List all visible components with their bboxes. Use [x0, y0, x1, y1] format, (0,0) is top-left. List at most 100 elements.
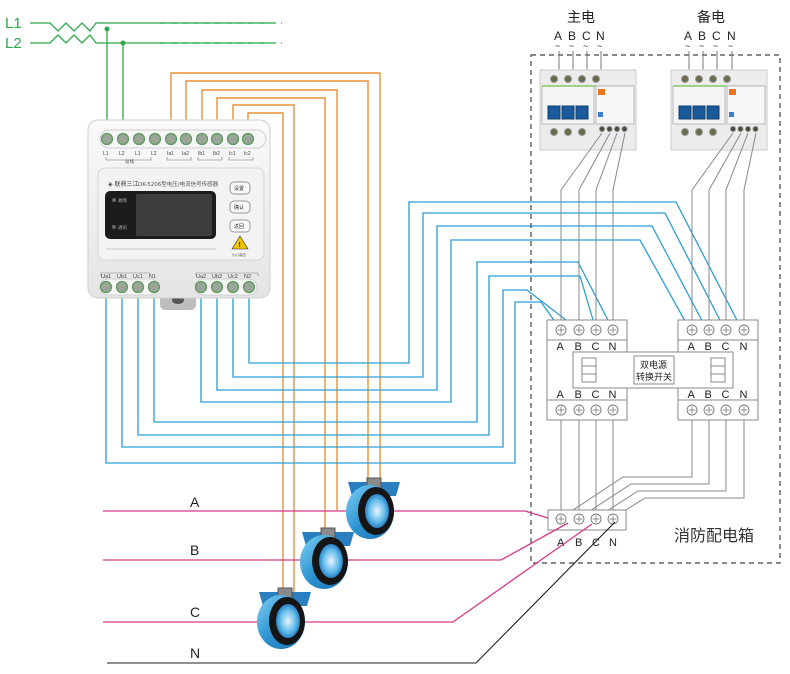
load-wire-b	[103, 522, 569, 561]
ats-top-label: B	[575, 341, 582, 353]
current-transformers	[257, 477, 400, 649]
ats-bottom-label: N	[609, 389, 617, 401]
internal-wire	[708, 132, 742, 330]
breaker-toggle[interactable]	[547, 105, 561, 120]
breaker-top-screw	[592, 75, 600, 83]
supply-wire-l1	[30, 22, 270, 32]
terminal-screw	[116, 132, 130, 146]
test-button[interactable]	[598, 112, 603, 117]
return-button-label: 返回	[234, 223, 244, 230]
breaker-output-screw	[729, 125, 737, 133]
phase-label: C	[582, 29, 591, 43]
ac-tilde: ~	[699, 41, 704, 51]
ats-top-label: N	[740, 341, 748, 353]
ac-tilde: ~	[597, 41, 602, 51]
terminal-label: L2	[119, 151, 125, 157]
main-power-label: 主电	[567, 10, 595, 26]
confirm-button-face[interactable]	[229, 200, 251, 214]
return-button[interactable]: 返回	[229, 219, 251, 233]
breaker-output-screw	[744, 125, 752, 133]
terminal-screw	[194, 280, 208, 294]
breaker-bottom-screw	[695, 128, 703, 136]
current-wire	[185, 80, 369, 510]
terminal-label: Ib1	[198, 151, 205, 157]
terminal-label: Ia2	[182, 151, 189, 157]
voltage-wire-ub1	[121, 288, 580, 448]
warning-icon-mark: !	[239, 242, 241, 249]
breaker-toggle[interactable]	[692, 105, 706, 120]
load-wire-a	[103, 510, 549, 519]
terminal-label: Ua1	[101, 274, 111, 280]
breaker-toggle[interactable]	[706, 105, 720, 120]
ac-tilde: ~	[728, 41, 733, 51]
setting-button-face[interactable]	[229, 181, 251, 195]
phase-label: A	[684, 29, 692, 43]
current-wire	[201, 89, 338, 510]
internal-wire	[595, 420, 727, 519]
breaker-top-screw	[564, 75, 572, 83]
supply-label-l2: L2	[5, 35, 22, 52]
breaker-output-wires	[560, 132, 757, 330]
setting-button[interactable]: 设置	[229, 181, 251, 195]
fault-led	[112, 198, 116, 202]
voltage-wire-ub2	[216, 225, 708, 391]
backup-power-label: 备电	[697, 9, 725, 26]
breakers	[539, 69, 768, 151]
internal-wire	[560, 420, 693, 519]
breaker-toggle[interactable]	[561, 105, 575, 120]
fault-label: 故障	[118, 197, 127, 204]
terminal-screw	[164, 132, 178, 146]
terminal-label: L2	[151, 151, 157, 157]
confirm-button[interactable]: 确认	[229, 200, 251, 214]
phase-label: B	[568, 29, 576, 43]
terminal-screw	[100, 132, 114, 146]
ats-top-label: A	[557, 341, 565, 353]
return-button-face[interactable]	[229, 219, 251, 233]
ats-handle-left[interactable]	[581, 357, 597, 383]
terminal-label: L1	[103, 151, 109, 157]
setting-button-label: 设置	[234, 185, 244, 192]
load-wire-c	[103, 523, 593, 623]
bottom-terminals	[99, 280, 256, 294]
voltage-wire-ua1	[105, 288, 562, 464]
voltage-wire-ua2	[200, 239, 691, 403]
brand-logo: ◈ 联鼎三江	[108, 180, 139, 188]
enclosure-label: 消防配电箱	[674, 526, 754, 545]
terminal-label: Ic2	[244, 151, 251, 157]
voltage-wire-n1	[153, 261, 614, 423]
bracket	[105, 157, 152, 161]
ac-tilde: ~	[685, 41, 690, 51]
internal-wire	[725, 132, 749, 330]
ats-handle-right[interactable]	[710, 357, 726, 383]
ac-tilde: ~	[555, 41, 560, 51]
bracket	[100, 272, 259, 276]
breaker-top-screw	[723, 75, 731, 83]
load-label-a: A	[190, 494, 200, 510]
breaker-bottom-screw	[578, 128, 586, 136]
model-label: DK-5206型电压/电流信号传感器	[138, 180, 219, 188]
terminal-label: Ic1	[229, 151, 236, 157]
ats-bottom-label: A	[688, 389, 696, 401]
terminal-label: Ib2	[213, 151, 220, 157]
phase-label: N	[596, 29, 605, 43]
breaker-output-screw	[598, 125, 606, 133]
breaker-toggle[interactable]	[575, 105, 589, 120]
fire-distribution-box-enclosure	[530, 54, 781, 564]
comm-label: 通讯	[118, 224, 127, 231]
warning-label: 小心高压	[232, 252, 246, 257]
internal-wire	[743, 132, 757, 330]
internal-wire	[612, 420, 745, 519]
terminal-screw	[195, 132, 209, 146]
test-button[interactable]	[729, 112, 734, 117]
breaker-toggle[interactable]	[678, 105, 692, 120]
rcd-section	[595, 85, 635, 125]
ac-tilde: ~	[569, 41, 574, 51]
ats-bottom-label: C	[722, 389, 730, 401]
terminal-screw	[210, 280, 224, 294]
supply-wire-l2	[30, 34, 270, 44]
ats-bottom-label: B	[575, 389, 582, 401]
breaker-output-screw	[752, 125, 759, 133]
